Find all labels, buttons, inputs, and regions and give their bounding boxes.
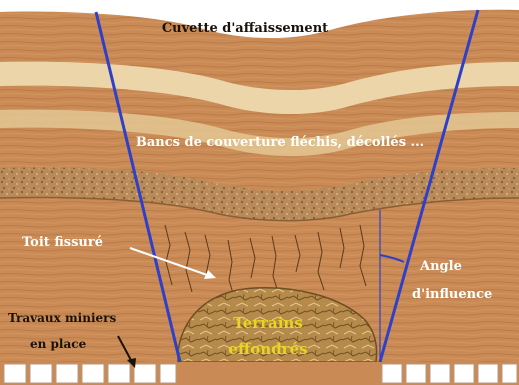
cover-banks-label: Bancs de couverture fléchis, décollés ..… — [136, 135, 424, 150]
mining-works-label-line2: en place — [30, 337, 87, 351]
mining-cells-right — [382, 364, 517, 383]
influence-angle-label-line1: Angle — [419, 259, 462, 274]
influence-angle-label-line2: d'influence — [412, 287, 492, 302]
mining-cells-left — [4, 364, 176, 383]
collapsed-ground-label-line2: effondrés — [228, 340, 307, 358]
diagram-title: Cuvette d'affaissement — [162, 21, 328, 36]
collapsed-ground-label-line1: Terrains — [233, 314, 303, 332]
cracked-roof-label: Toit fissuré — [22, 235, 103, 250]
mining-works-label-line1: Travaux miniers — [8, 311, 116, 325]
